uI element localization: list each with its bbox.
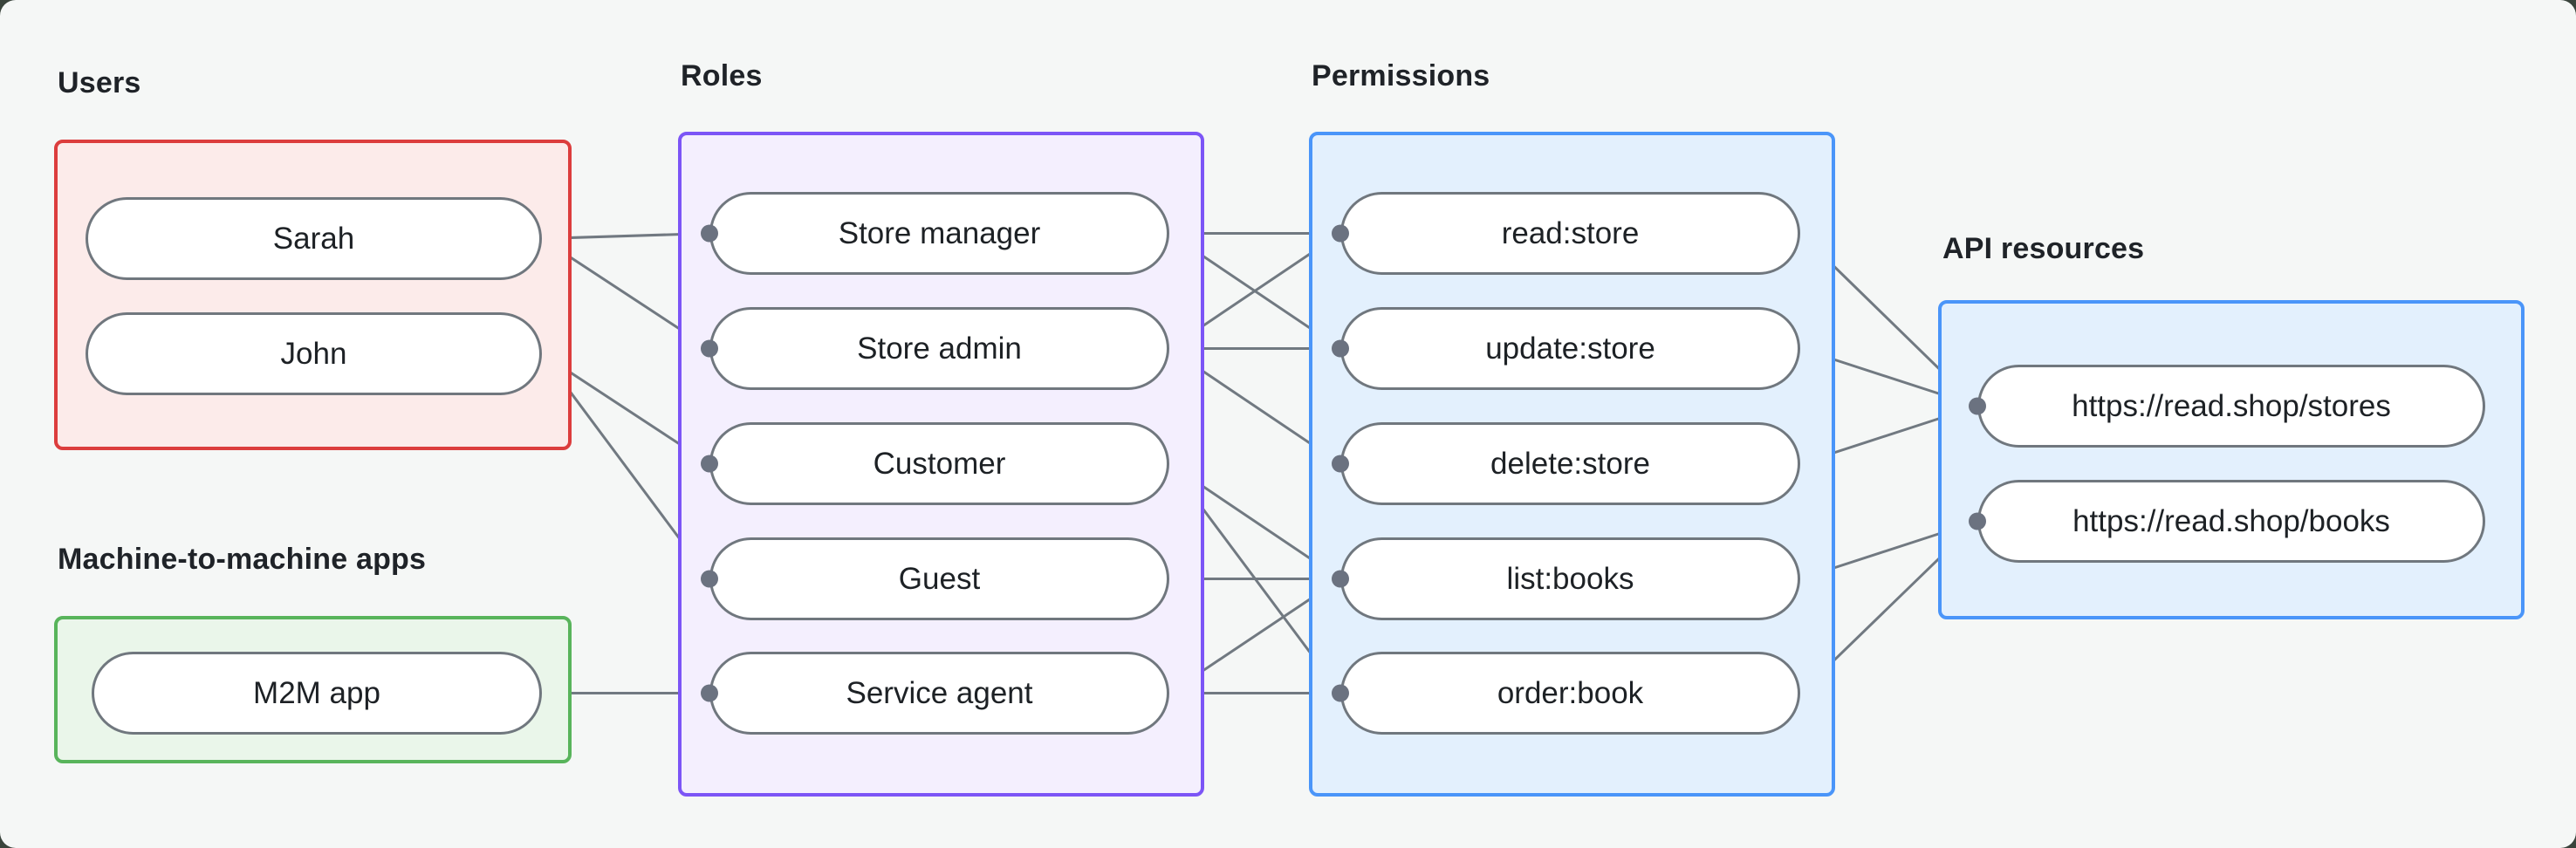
node-role-customer: Customer xyxy=(709,422,1169,505)
node-role-service-agent: Service agent xyxy=(709,652,1169,735)
node-permission-read-store: read:store xyxy=(1340,192,1800,275)
node-permission-delete-store: delete:store xyxy=(1340,422,1800,505)
permissions-section-label: Permissions xyxy=(1312,59,1490,92)
m2m-section-label: Machine-to-machine apps xyxy=(58,543,427,576)
users-group-box xyxy=(54,140,572,450)
node-m2m-app: M2M app xyxy=(92,652,542,735)
node-permission-list-books: list:books xyxy=(1340,537,1800,620)
node-permission-update-store: update:store xyxy=(1340,307,1800,390)
roles-section-label: Roles xyxy=(681,59,763,92)
node-api-resource-stores: https://read.shop/stores xyxy=(1977,365,2485,448)
api-resources-section-label: API resources xyxy=(1942,232,2145,265)
api-resources-group-box xyxy=(1938,300,2525,619)
node-permission-order-book: order:book xyxy=(1340,652,1800,735)
node-user-sarah: Sarah xyxy=(86,197,542,280)
users-section-label: Users xyxy=(58,66,141,99)
node-user-john: John xyxy=(86,312,542,395)
node-role-store-manager: Store manager xyxy=(709,192,1169,275)
node-role-store-admin: Store admin xyxy=(709,307,1169,390)
node-role-guest: Guest xyxy=(709,537,1169,620)
node-api-resource-books: https://read.shop/books xyxy=(1977,480,2485,563)
